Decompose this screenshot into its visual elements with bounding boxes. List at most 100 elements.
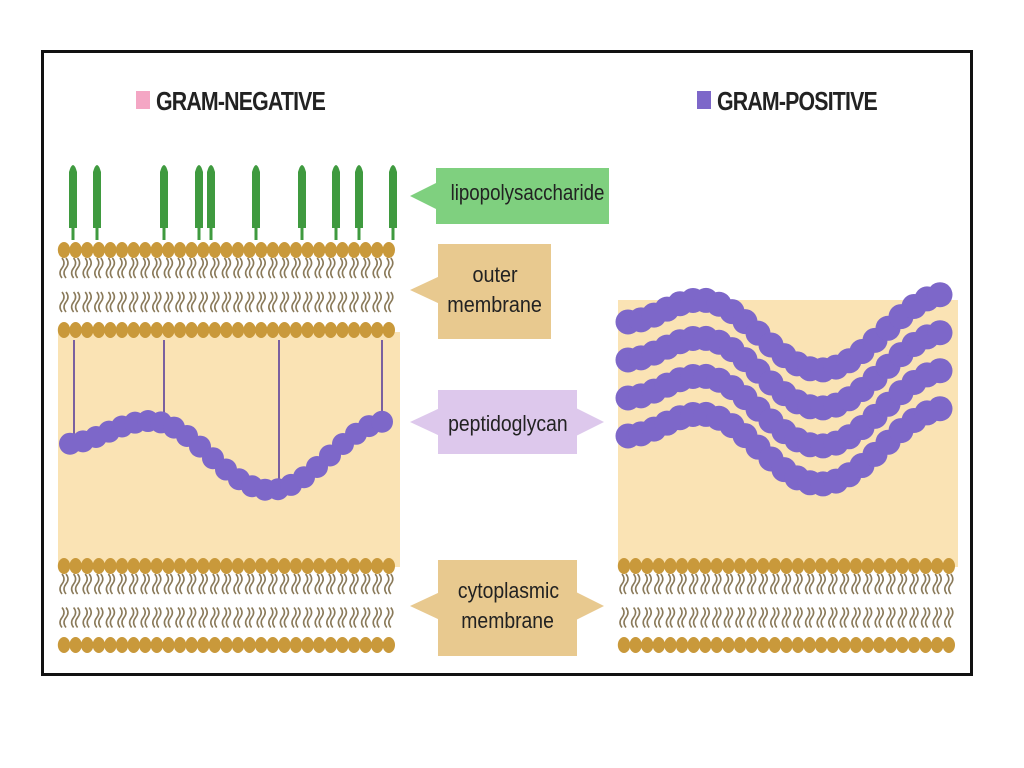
- lipid-tail: [326, 291, 332, 313]
- lipid-tail: [163, 257, 170, 279]
- lipid-tail: [98, 607, 104, 628]
- lipid-tail: [291, 607, 297, 628]
- lipid-tail: [781, 607, 788, 628]
- lipid-head: [127, 558, 140, 574]
- lipid-tail: [913, 573, 919, 595]
- lipid-head: [255, 322, 268, 338]
- lipid-head: [768, 558, 781, 574]
- lipid-tail: [785, 607, 792, 628]
- lipid-tail: [59, 257, 65, 279]
- peptidoglycan-right-arrow: [576, 408, 604, 436]
- lipid-tail: [244, 291, 251, 313]
- lipid-tail: [866, 573, 873, 595]
- lipid-tail: [948, 607, 954, 628]
- lipid-tail: [669, 607, 676, 628]
- lipid-tail: [797, 607, 803, 628]
- lipid-tail: [372, 257, 378, 279]
- lps-head: [93, 165, 101, 228]
- gram-positive-title: GRAM-POSITIVE: [717, 86, 878, 116]
- lipid-head: [266, 637, 279, 653]
- peptidoglycan-bead: [371, 410, 393, 433]
- cytoplasmic-membrane-right-arrow: [576, 592, 604, 620]
- lipid-tail: [272, 291, 278, 313]
- lipid-tail: [105, 257, 112, 279]
- lipid-head: [278, 322, 291, 338]
- lipid-tail: [225, 291, 232, 313]
- lipid-head: [231, 558, 245, 574]
- lipid-tail: [360, 257, 367, 279]
- lipid-tail: [634, 573, 641, 595]
- gram-negative-peptidoglycan: [59, 410, 393, 501]
- lipid-tail: [828, 573, 834, 595]
- lipid-tail: [886, 573, 892, 595]
- lipid-tail: [140, 291, 146, 313]
- peptidoglycan-left-arrow: [410, 408, 440, 436]
- lipid-tail: [225, 573, 232, 595]
- gram-positive-cytoplasmic-membrane: [617, 558, 955, 653]
- lipid-tail: [248, 573, 255, 595]
- lipid-tail: [901, 573, 908, 595]
- lipid-head: [687, 637, 700, 653]
- lipid-head: [104, 322, 117, 338]
- lipid-tail: [144, 257, 150, 279]
- lipid-tail: [190, 607, 197, 628]
- lipid-tail: [210, 257, 216, 279]
- lipid-head: [664, 637, 677, 653]
- lipid-tail: [132, 607, 139, 628]
- lps-head: [355, 165, 363, 228]
- lipid-tail: [233, 257, 239, 279]
- lipid-tail: [283, 607, 290, 628]
- lipid-tail: [132, 291, 139, 313]
- lipid-tail: [723, 607, 730, 628]
- lipid-tail: [260, 573, 266, 595]
- lipid-tail: [186, 573, 193, 595]
- lipid-tail: [109, 257, 116, 279]
- lipid-tail: [364, 573, 371, 595]
- outer-membrane-label-line-1: outer: [472, 262, 518, 287]
- lipid-tail: [839, 607, 846, 628]
- lipid-head: [347, 637, 361, 653]
- lipid-tail: [634, 607, 641, 628]
- lipid-head: [197, 558, 210, 574]
- peptidoglycan-box: [438, 390, 577, 454]
- lipid-head: [710, 558, 723, 574]
- lipid-tail: [781, 573, 788, 595]
- lipid-tail: [619, 607, 625, 628]
- lipid-tail: [623, 607, 629, 628]
- lipid-tail: [279, 607, 286, 628]
- lipid-head: [733, 558, 747, 574]
- lipid-head: [641, 558, 654, 574]
- lipid-head: [266, 322, 279, 338]
- lps-head: [160, 165, 168, 228]
- lipid-tail: [735, 573, 741, 595]
- lipid-tail: [700, 573, 706, 595]
- lipid-tail: [623, 573, 629, 595]
- lipid-head: [675, 637, 689, 653]
- lipid-head: [197, 637, 210, 653]
- lipid-tail: [117, 607, 123, 628]
- lipid-tail: [364, 291, 371, 313]
- lipopolysaccharide-label: lipopolysaccharide: [437, 178, 607, 208]
- cytoplasmic-membrane-label-line-2: membrane: [461, 608, 555, 633]
- lipid-tail: [384, 607, 390, 628]
- lipid-head: [884, 637, 897, 653]
- lipid-head: [791, 558, 805, 574]
- lipid-tail: [901, 607, 908, 628]
- lipid-tail: [121, 573, 127, 595]
- lipid-tail: [314, 257, 320, 279]
- lipid-tail: [364, 607, 371, 628]
- lipid-head: [115, 637, 129, 653]
- lipid-head: [173, 558, 187, 574]
- lipid-tail: [121, 607, 127, 628]
- lipid-head: [150, 322, 163, 338]
- lipid-head: [652, 637, 665, 653]
- lipid-tail: [260, 257, 266, 279]
- lipid-head: [208, 558, 221, 574]
- lipid-head: [115, 242, 129, 258]
- lipid-tail: [128, 291, 135, 313]
- lipid-tail: [360, 573, 367, 595]
- lipid-tail: [152, 291, 158, 313]
- lipid-tail: [851, 573, 857, 595]
- lipid-tail: [198, 257, 204, 279]
- lipid-tail: [279, 257, 286, 279]
